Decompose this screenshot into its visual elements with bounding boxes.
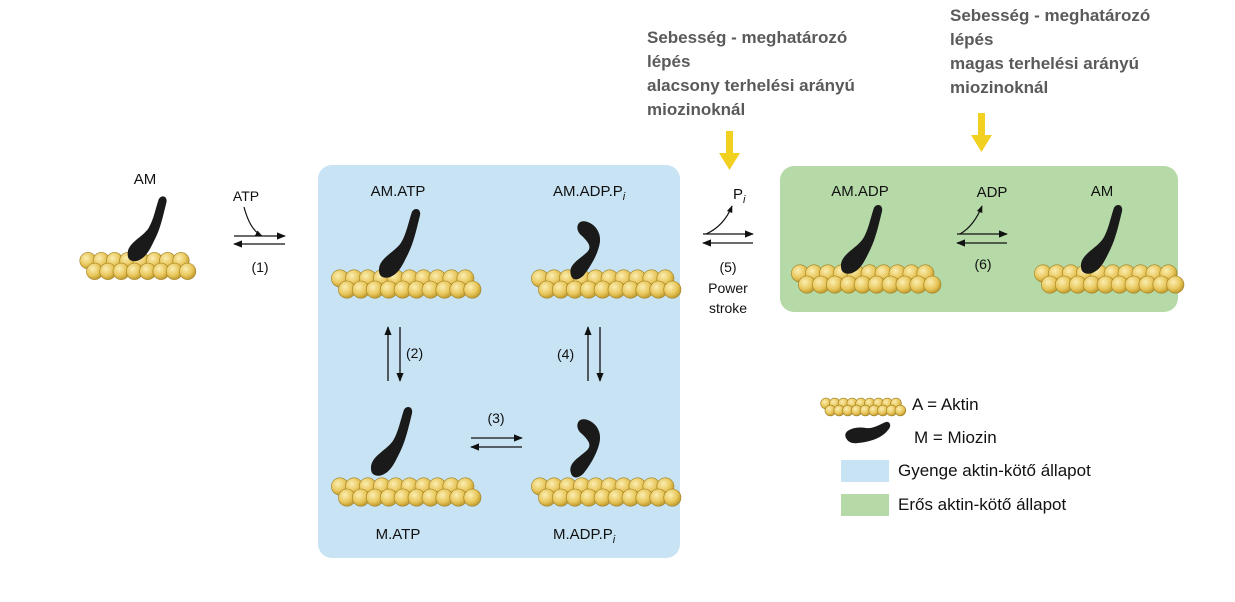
equilibrium-arrows-step-4 [584,326,604,382]
myosin-head-am-end [1080,205,1123,274]
rate-limiting-note-low-duty: Sebesség - meghatározó lépés alacsony te… [647,28,855,119]
legend-weak-swatch [841,460,889,482]
adp-label: ADP [976,184,1008,201]
actin-filament-m-atp [331,477,482,507]
equilibrium-arrows-step-3 [470,434,523,451]
legend-actin-label: A = Aktin [912,395,979,414]
actin-filament-m-adp-pi [531,477,682,507]
state-label-m-adp-pi: M.ADP.Pi [553,526,616,546]
rate-limiting-note-high-duty: Sebesség - meghatározó lépés magas terhe… [950,6,1151,97]
legend-myosin-label: M = Miozin [914,428,997,447]
state-label-m-atp: M.ATP [375,526,421,543]
rate-limiting-arrow-high [971,113,992,152]
state-label-am-atp: AM.ATP [370,183,426,200]
equilibrium-arrows-step-2 [384,326,404,382]
myosin-head-am-atp [378,209,421,278]
myosin-head-m-adp-pi [570,419,601,478]
equilibrium-arrows-step-5 [702,205,754,247]
legend-strong-swatch [841,494,889,516]
myosin-head-am-adp-pi [570,221,601,280]
legend-actin-icon [820,397,907,417]
actin-filament-am-end [1034,264,1185,294]
actin-filament-am-atp [331,269,482,299]
actin-filament-am-start [79,252,197,280]
legend-strong-label: Erős aktin-kötő állapot [898,495,1067,514]
legend-weak-label: Gyenge aktin-kötő állapot [898,461,1091,480]
myosin-head-m-atp [370,407,413,476]
state-label-am-adp: AM.ADP [831,183,889,200]
power-stroke-label-line-1: Power [708,280,748,296]
actin-filament-am-adp [791,264,942,294]
state-label-am-adp-pi: AM.ADP.Pi [553,183,626,203]
step-3-label: (3) [487,410,505,426]
step-5-label: (5) [719,259,737,275]
state-label-am-end: AM [1090,183,1114,200]
step-6-label: (6) [974,256,992,272]
myosin-head-am-start [127,196,167,262]
state-label-am-start: AM [133,171,157,188]
step-1-label: (1) [251,259,269,275]
actin-filament-am-adp-pi [531,269,682,299]
equilibrium-arrows-step-6 [956,205,1008,247]
atp-label: ATP [232,188,260,204]
step-2-label: (2) [406,345,424,361]
myosin-head-am-adp [840,205,883,274]
legend-myosin-icon [845,421,891,444]
step-4-label: (4) [557,346,575,362]
power-stroke-label-line-2: stroke [708,300,748,316]
equilibrium-arrows-step-1 [233,206,286,248]
pi-label: Pi [733,186,746,206]
rate-limiting-arrow-low [719,131,740,170]
